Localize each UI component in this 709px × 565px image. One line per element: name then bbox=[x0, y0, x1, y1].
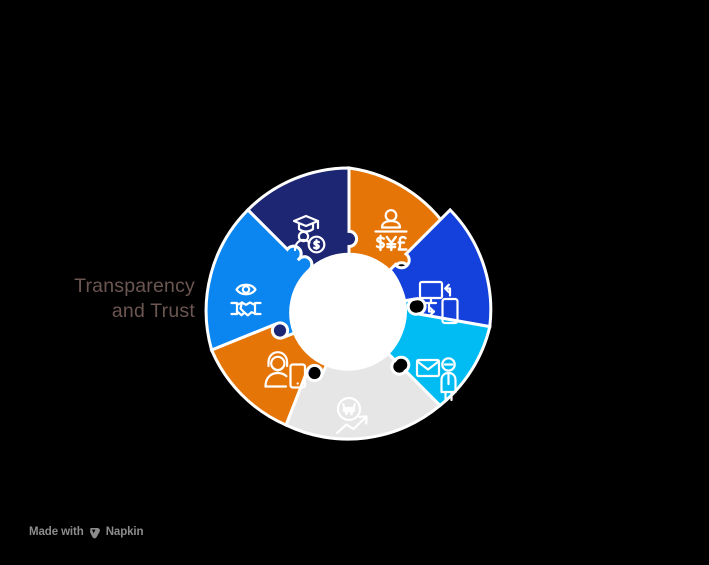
headset-agent-phone-icon bbox=[264, 351, 307, 389]
napkin-attribution: Made with Napkin bbox=[29, 526, 144, 539]
piece-gray-won-growth[interactable] bbox=[284, 351, 443, 441]
page-title-text: Transparency and Trust bbox=[74, 275, 195, 322]
piece-blue-devices[interactable] bbox=[387, 207, 493, 329]
won-growth-arrow-icon bbox=[335, 396, 368, 435]
made-with-text: Made with bbox=[29, 526, 84, 538]
puzzle-wheel-svg bbox=[204, 166, 493, 441]
puzzle-wheel-diagram bbox=[199, 161, 499, 461]
page-title: Transparency and Trust bbox=[30, 249, 195, 324]
person-currency-symbols-icon bbox=[374, 209, 408, 252]
monitor-phone-sync-icon bbox=[418, 280, 459, 325]
puzzle-pieces bbox=[204, 166, 493, 441]
graduate-dollar-icon bbox=[292, 214, 326, 254]
envelope-person-icon bbox=[415, 357, 457, 402]
eye-handshake-icon bbox=[230, 283, 262, 317]
napkin-logo-icon bbox=[89, 527, 101, 539]
napkin-brand-text: Napkin bbox=[105, 526, 144, 538]
wheel-hub bbox=[291, 253, 407, 369]
